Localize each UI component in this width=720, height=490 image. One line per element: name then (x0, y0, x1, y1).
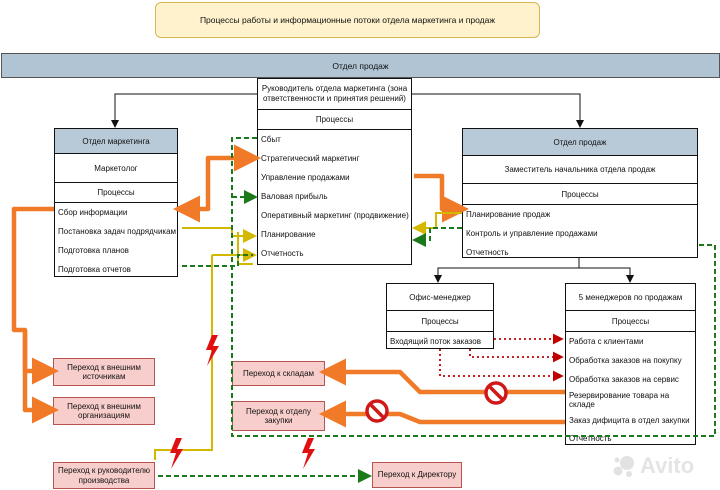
sales-item-control: Контроль и управление продажами (466, 229, 598, 238)
lightning-icon (170, 438, 183, 469)
office-item-incoming-orders: Входящий поток заказов (390, 336, 481, 346)
hierarchy-lines (111, 93, 634, 283)
head-item-strategic-marketing: Стратегический маркетинг (261, 154, 360, 163)
marketing-section: Процессы (55, 183, 177, 203)
head-item-reporting: Отчетность (261, 249, 304, 258)
managers-section: Процессы (566, 311, 695, 332)
head-of-marketing-card: Руководитель отдела маркетинга (зона отв… (257, 78, 412, 265)
warehouses-box: Переход к складам (232, 361, 325, 386)
head-section: Процессы (258, 110, 411, 130)
managers-item-service-orders: Обработка заказов на сервис (569, 375, 679, 384)
managers-item-clients: Работа с клиентами (569, 337, 644, 346)
avito-logo-icon (613, 456, 634, 477)
watermark-logo: Avito (612, 452, 712, 480)
marketing-department-card: Отдел маркетинга Маркетолог Процессы Сбо… (54, 128, 178, 277)
marketing-item-contractor-tasks: Постановка задач подрядчикам (58, 227, 177, 236)
director-box: Переход к Директору (372, 462, 462, 488)
sales-section: Процессы (463, 184, 697, 205)
sales-department-card: Отдел продаж Заместитель начальника отде… (462, 128, 698, 258)
lightning-icon (206, 335, 219, 366)
no-entry-icon (484, 381, 508, 405)
sales-item-reporting: Отчетность (466, 248, 509, 257)
sales-role: Заместитель начальника отдела продаж (463, 156, 697, 184)
head-item-gross-profit: Валовая прибыль (261, 192, 328, 201)
external-orgs-box: Переход к внешним организациям (53, 397, 155, 425)
office-section: Процессы (387, 311, 493, 332)
yellow-flows (154, 212, 462, 460)
office-manager-card: Офис-менеджер Процессы Входящий поток за… (386, 283, 494, 349)
office-header: Офис-менеджер (387, 284, 493, 311)
head-item-operational-marketing: Оперативный маркетинг (продвижение) (261, 211, 409, 220)
lightning-icon (302, 438, 315, 469)
head-item-sales: Сбыт (261, 135, 281, 144)
orange-flows (11, 144, 565, 428)
head-title: Руководитель отдела маркетинга (зона отв… (258, 79, 411, 110)
managers-item-deficit-order: Заказ дифицита в отдел закупки (569, 415, 690, 425)
watermark-text: Avito (640, 453, 695, 478)
managers-item-reporting: Отчетность (569, 434, 612, 443)
sales-department-banner: Отдел продаж (1, 53, 720, 78)
green-flows (158, 137, 716, 483)
external-sources-box: Переход к внешним источникам (53, 358, 155, 386)
marketing-item-info-gathering: Сбор информации (58, 208, 128, 217)
marketing-item-reports: Подготовка отчетов (58, 265, 131, 274)
sales-header: Отдел продаж (463, 129, 697, 156)
purchasing-box: Переход к отделу закупки (232, 401, 325, 431)
diagram-title: Процессы работы и информационные потоки … (155, 2, 540, 38)
sales-item-planning: Планирование продаж (466, 210, 551, 219)
sales-managers-card: 5 менеджеров по продажам Процессы Работа… (565, 283, 696, 445)
managers-header: 5 менеджеров по продажам (566, 284, 695, 311)
managers-item-reservation: Резервирование товара на складе (569, 390, 670, 409)
head-item-planning: Планирование (261, 230, 316, 239)
managers-item-purchase-orders: Обработка заказов на покупку (569, 356, 682, 365)
production-head-box: Переход к руководителю производства (53, 462, 155, 489)
marketing-role: Маркетолог (55, 154, 177, 183)
marketing-item-plans: Подготовка планов (58, 246, 129, 255)
marketing-header: Отдел маркетинга (55, 129, 177, 154)
red-dotted-flows (439, 333, 564, 382)
no-entry-icon (365, 399, 389, 423)
head-item-sales-management: Управление продажами (261, 173, 350, 182)
